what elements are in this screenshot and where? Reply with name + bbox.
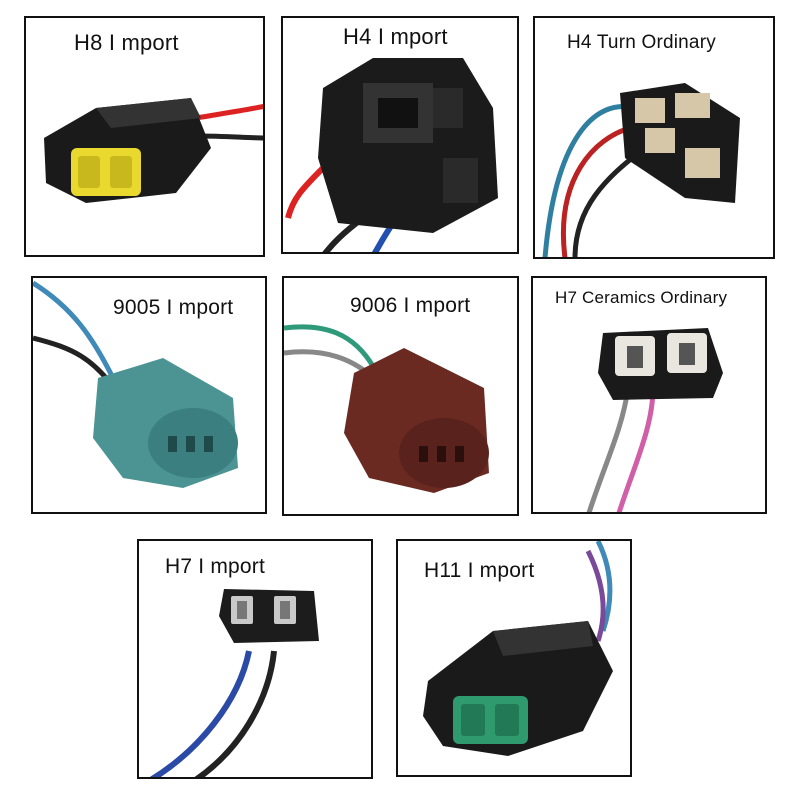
h7-ceramic-connector-image xyxy=(586,328,723,512)
h11-connector-image xyxy=(423,541,613,756)
panel-h7-ceramics-ordinary: H7 Ceramics Ordinary xyxy=(531,276,767,514)
9005-connector-image xyxy=(33,280,238,488)
h7-connector-image xyxy=(149,589,319,777)
h4-connector-image xyxy=(285,58,498,252)
panel-label: H11 I mport xyxy=(424,559,535,582)
panel-label: H8 I mport xyxy=(74,30,179,55)
panel-h8-import: H8 I mport xyxy=(24,16,265,257)
panel-h7-import: H7 I mport xyxy=(137,539,373,779)
panel-label: H4 I mport xyxy=(343,24,448,49)
panel-label: 9005 I mport xyxy=(113,296,234,319)
panel-label: 9006 I mport xyxy=(350,294,471,317)
panel-label: H7 Ceramics Ordinary xyxy=(555,288,728,307)
panel-9005-import: 9005 I mport xyxy=(31,276,267,514)
9006-connector-image xyxy=(284,324,489,493)
panel-h4-import: H4 I mport xyxy=(281,16,519,254)
panel-h11-import: H11 I mport xyxy=(396,539,632,777)
panel-h4-turn-ordinary: H4 Turn Ordinary xyxy=(533,16,775,259)
h8-connector-image xyxy=(44,98,263,203)
panel-9006-import: 9006 I mport xyxy=(282,276,519,516)
panel-label: H7 I mport xyxy=(165,555,266,578)
h4-turn-connector-image xyxy=(542,83,740,257)
panel-label: H4 Turn Ordinary xyxy=(567,32,716,53)
